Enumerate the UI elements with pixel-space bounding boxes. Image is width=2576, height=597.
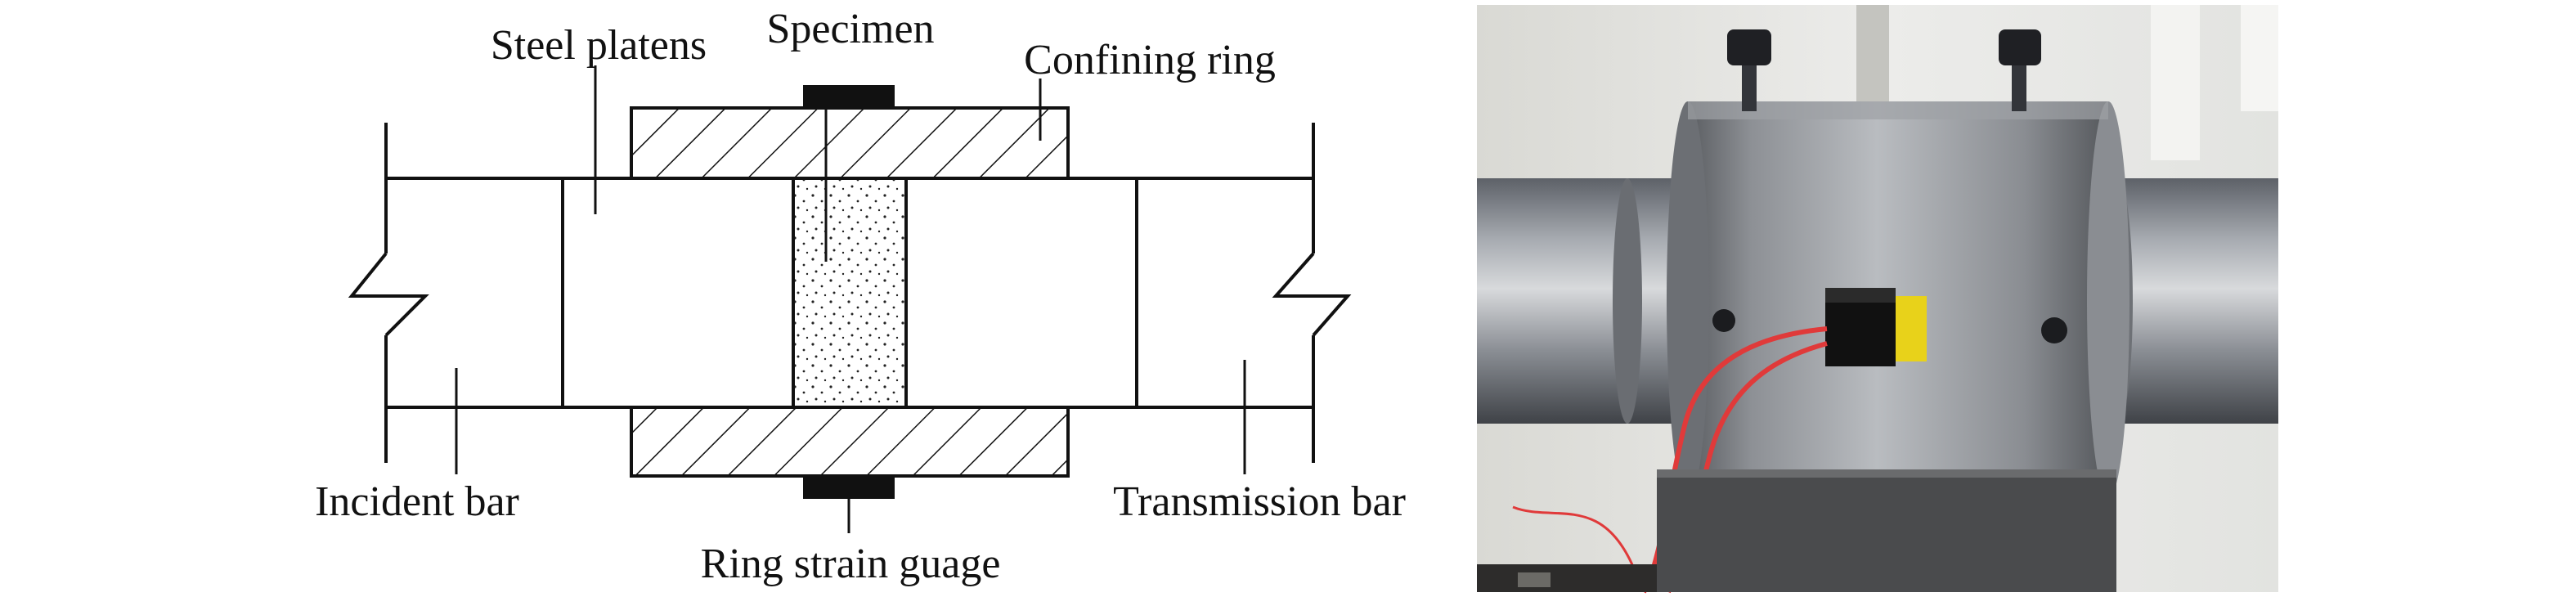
photo-hole-right xyxy=(2041,317,2067,343)
photo-support-block xyxy=(1657,469,2116,592)
label-confining-ring: Confining ring xyxy=(1024,37,1276,83)
schematic-diagram: Specimen Steel platens Confining ring In… xyxy=(315,6,1406,587)
photograph xyxy=(1477,5,2278,594)
label-transmission-bar: Transmission bar xyxy=(1113,478,1406,525)
photo-hole-left xyxy=(1712,309,1735,332)
confining-ring xyxy=(630,106,1070,478)
ring-strain-gauge-top xyxy=(803,85,895,108)
transmission-bar xyxy=(1137,123,1352,463)
label-incident-bar: Incident bar xyxy=(315,478,519,525)
specimen xyxy=(792,177,908,409)
steel-platen-left xyxy=(561,177,795,409)
ring-strain-gauge-bottom xyxy=(803,476,895,499)
incident-bar xyxy=(348,123,563,463)
label-steel-platens: Steel platens xyxy=(491,22,707,69)
photo-bolt-right xyxy=(1999,29,2041,111)
label-ring-strain-gauge: Ring strain guage xyxy=(701,541,1001,587)
label-specimen: Specimen xyxy=(766,6,934,52)
steel-platen-right xyxy=(904,177,1138,409)
photo-bolt-left xyxy=(1727,29,1771,111)
